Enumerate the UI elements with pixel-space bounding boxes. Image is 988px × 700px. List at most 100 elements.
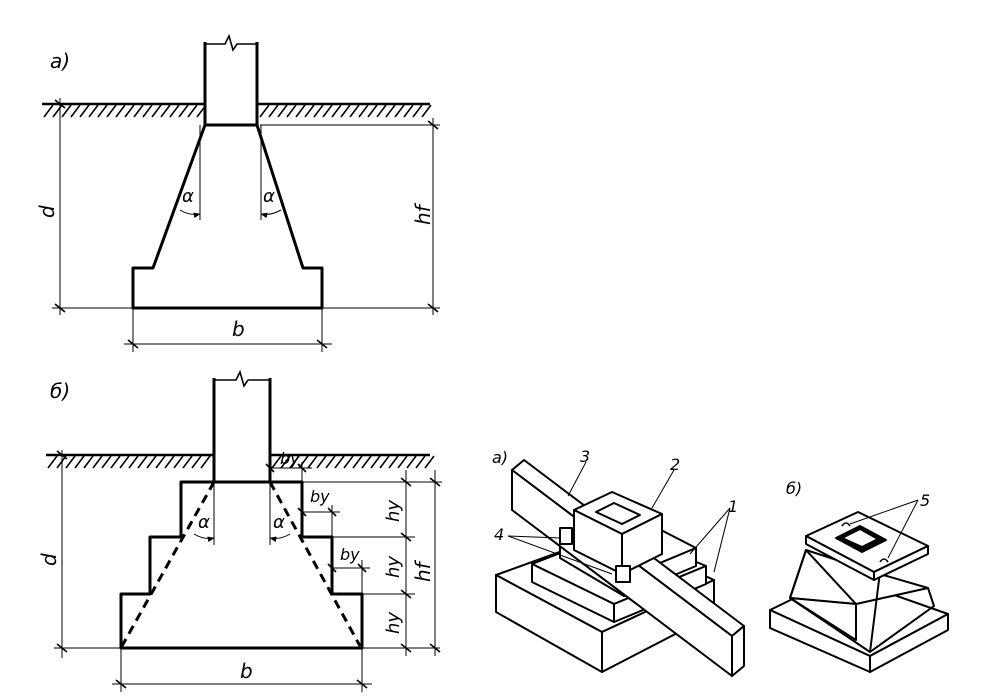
dimension-hf-a: hf [260, 118, 440, 315]
ground-hatch-line [268, 104, 279, 118]
ground-hatch-line [361, 455, 372, 469]
ground-hatch-line [367, 104, 378, 118]
ground-hatch-line [43, 104, 54, 118]
iso-precast-foundation-with-beam: а) [492, 447, 745, 677]
ground-hatch-line [334, 455, 345, 469]
ground-hatch-line [200, 455, 211, 469]
dimension-d-b: d [37, 450, 121, 658]
ground-hatch-line [92, 455, 103, 469]
ground-hatch-line [340, 104, 351, 118]
ground-hatch-line [142, 104, 153, 118]
dimension-d-a: d [35, 98, 440, 315]
column-b [212, 369, 272, 482]
dimension-hy: hy hy hy [302, 470, 440, 656]
ground-hatch-line [187, 104, 198, 118]
dimension-hf-b: hf [411, 470, 442, 656]
lifting-loop-1 [841, 522, 851, 527]
by-label-1: by [280, 449, 300, 468]
ground-hatch-line [169, 104, 180, 118]
dimension-by: by by by [265, 449, 370, 594]
ground-surface-b [46, 453, 435, 469]
ground-hatch-line [304, 104, 315, 118]
dimension-b-label-a: b [232, 317, 245, 341]
iso-b-label: б) [786, 479, 802, 498]
callout-4: 4 [494, 525, 504, 544]
hy-label-3: hy [383, 612, 404, 634]
ground-hatch-line [349, 104, 360, 118]
ground-hatch-line [379, 455, 390, 469]
dimension-hf-label-b: hf [411, 559, 435, 582]
dimension-b-a: b [124, 308, 332, 352]
alpha-label-a-left: α [182, 186, 194, 207]
alpha-label-a-right: α [263, 186, 275, 207]
ground-hatch-line [388, 455, 399, 469]
ground-hatch-line [421, 104, 432, 118]
ground-hatch-line [160, 104, 171, 118]
ground-hatch-line [191, 455, 202, 469]
iso-a-socket-block [573, 491, 663, 575]
ground-hatch-line [325, 455, 336, 469]
ground-hatch-line [376, 104, 387, 118]
iso-monolithic-foundation: б) 5 [769, 479, 949, 673]
dimension-d-label-a: d [35, 205, 59, 218]
ground-hatch-line [70, 104, 81, 118]
ground-hatch-line [178, 104, 189, 118]
ground-hatch-line [385, 104, 396, 118]
callout-3: 3 [580, 447, 590, 466]
ground-hatch-line [52, 104, 63, 118]
iso-a-wedge-2 [615, 565, 631, 583]
foundation-outline-a [131, 123, 324, 310]
ground-hatch-line [316, 455, 327, 469]
panel-b-label: б) [50, 379, 70, 403]
ground-hatch-line [106, 104, 117, 118]
ground-hatch-line [397, 455, 408, 469]
ground-hatch-line [115, 104, 126, 118]
by-label-3: by [340, 545, 360, 564]
ground-hatch-line [343, 455, 354, 469]
panel-a-label: а) [50, 49, 70, 73]
ground-hatch-line [47, 455, 58, 469]
ground-hatch-line [412, 104, 423, 118]
dimension-b-label-b: b [240, 659, 253, 683]
ground-hatch-line [155, 455, 166, 469]
ground-hatch-line [394, 104, 405, 118]
by-label-2: by [310, 487, 330, 506]
ground-hatch-line [289, 455, 300, 469]
lifting-loop-2 [879, 558, 889, 563]
ground-hatch-line [128, 455, 139, 469]
iso-a-label: а) [492, 448, 508, 467]
ground-hatch-line [146, 455, 157, 469]
ground-hatch-line [79, 104, 90, 118]
ground-hatch-line [286, 104, 297, 118]
ground-hatch-line [322, 104, 333, 118]
ground-hatch-line [271, 455, 282, 469]
hy-label-1: hy [383, 500, 404, 522]
pressure-line-right [268, 481, 362, 647]
panel-b-stepped-foundation: б) α α by [37, 369, 442, 692]
ground-hatch-line [280, 455, 291, 469]
iso-b-top-plate [805, 511, 929, 581]
callout-2: 2 [670, 455, 680, 474]
ground-hatch-line [101, 455, 112, 469]
foundation-outline-b [119, 480, 364, 650]
ground-hatch-line [182, 455, 193, 469]
ground-hatch-line [164, 455, 175, 469]
iso-a-wedge-1 [559, 527, 573, 545]
ground-hatch-line [133, 104, 144, 118]
ground-hatch-line [424, 455, 435, 469]
ground-surface-a [42, 102, 432, 118]
ground-hatch-line [74, 455, 85, 469]
callout-5: 5 [920, 491, 930, 510]
ground-hatch-line [110, 455, 121, 469]
ground-hatch-line [61, 104, 72, 118]
ground-hatch-line [97, 104, 108, 118]
ground-hatch-line [83, 455, 94, 469]
iso-a-callouts: 3 2 1 4 [494, 447, 738, 575]
ground-hatch-line [295, 104, 306, 118]
column-a [203, 33, 259, 125]
ground-hatch-line [406, 455, 417, 469]
ground-hatch-line [88, 104, 99, 118]
ground-hatch-line [358, 104, 369, 118]
ground-hatch-line [415, 455, 426, 469]
dimension-d-label-b: d [37, 553, 61, 566]
